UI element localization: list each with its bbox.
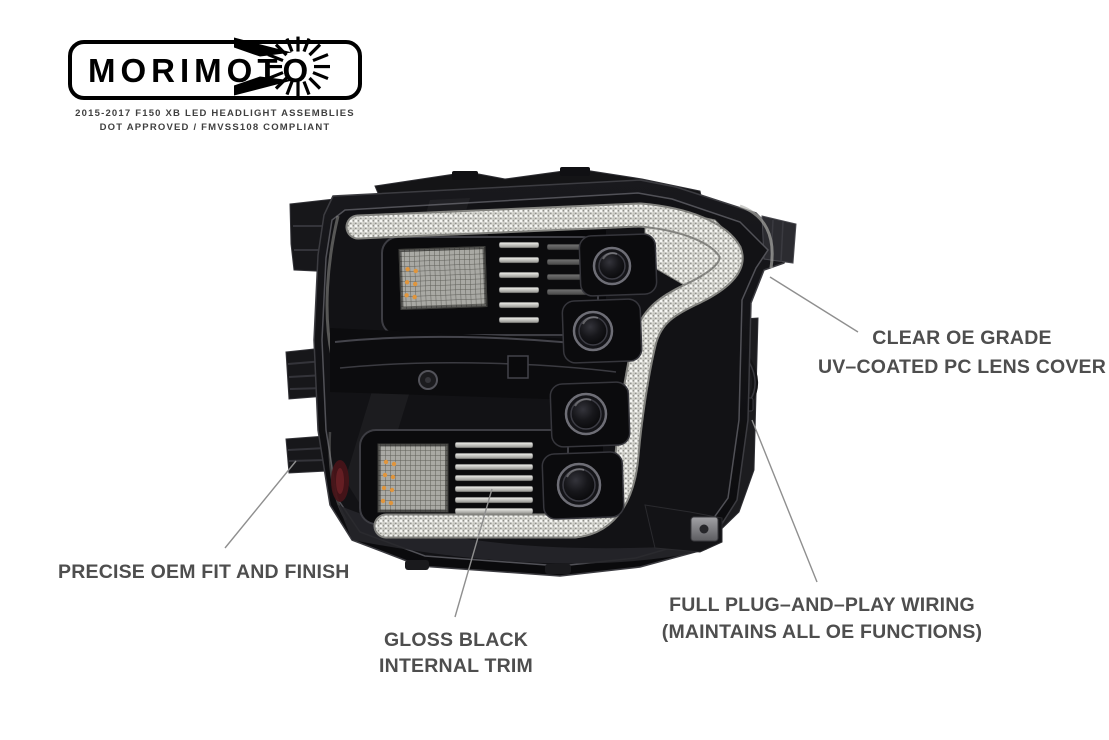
side-reflector: [331, 460, 349, 502]
callout-wiring: FULL PLUG–AND–PLAY WIRING (MAINTAINS ALL…: [642, 592, 1002, 645]
leader-line-oem-fit: [224, 460, 297, 549]
headlight-assembly: [285, 167, 797, 577]
tagline-line-1: 2015-2017 F150 XB LED HEADLIGHT ASSEMBLI…: [75, 108, 355, 119]
callout-internal-trim-line1: GLOSS BLACK: [383, 629, 529, 651]
callout-oem-fit-line1: PRECISE OEM FIT AND FINISH: [58, 561, 350, 583]
callout-lens-cover-line2: UV–COATED PC LENS COVER: [817, 355, 1107, 378]
callout-internal-trim-line2: INTERNAL TRIM: [379, 655, 533, 677]
callout-wiring-line1: FULL PLUG–AND–PLAY WIRING: [669, 594, 975, 616]
projector-lens-2: [572, 310, 614, 352]
upper-heatsink-fins: [498, 241, 596, 324]
upper-mesh-reflector: [398, 246, 488, 310]
callout-oem-fit: PRECISE OEM FIT AND FINISH: [58, 560, 378, 584]
lower-heatsink-fins: [454, 441, 534, 515]
tagline-line-2: DOT APPROVED / FMVSS108 COMPLIANT: [99, 122, 331, 133]
projector-lens-3: [564, 392, 608, 436]
trim-slot: [507, 355, 529, 379]
callout-wiring-line2: (MAINTAINS ALL OE FUNCTIONS): [661, 620, 983, 643]
leader-lines: [224, 276, 859, 618]
callout-lens-cover: CLEAR OE GRADE UV–COATED PC LENS COVER: [801, 324, 1109, 381]
projector-lens-4: [556, 462, 602, 508]
lower-mesh-reflector: [377, 443, 449, 513]
lower-housing-band: [338, 505, 700, 564]
projector-lens-1: [592, 246, 632, 286]
amber-led-dots: [380, 459, 397, 506]
mounting-foot: [405, 504, 723, 574]
leader-line-internal-trim: [454, 488, 493, 618]
leader-line-lens-cover: [769, 276, 859, 333]
projector-column: [541, 233, 658, 520]
leader-line-wiring: [751, 419, 818, 583]
side-marker-tab: [761, 215, 797, 264]
amber-led-dots: [404, 267, 418, 300]
callout-lens-cover-line1: CLEAR OE GRADE: [872, 327, 1052, 349]
callout-internal-trim: GLOSS BLACK INTERNAL TRIM: [336, 627, 576, 679]
